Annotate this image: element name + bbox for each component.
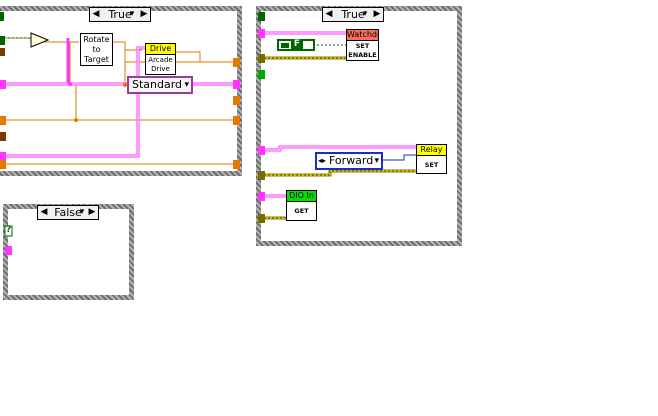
dio-in-body: GET: [294, 207, 309, 215]
increment-case-arrow-icon[interactable]: ▶: [140, 9, 148, 19]
case-selector-3[interactable]: ◀ False ▾ ▶: [37, 205, 99, 220]
watchdog-set-enable-node[interactable]: Watchdo SET ENABLE: [346, 29, 379, 61]
dropdown-arrow-icon[interactable]: ▾: [362, 9, 368, 19]
case-structure-3: [3, 204, 134, 300]
case-label: False: [54, 206, 82, 219]
false-boolean-constant[interactable]: F: [277, 39, 315, 51]
watchdog-body: SET ENABLE: [348, 42, 377, 59]
relay-direction-enum[interactable]: ◂▸ Forward ▾: [315, 152, 383, 170]
boolean-value: F: [291, 39, 303, 49]
dio-in-header: DIO In: [287, 191, 316, 202]
drive-node-header: Drive: [146, 44, 175, 55]
rotate-to-target-label: Rotate to Target: [83, 35, 110, 64]
decrement-case-arrow-icon[interactable]: ◀: [325, 9, 333, 19]
relay-direction-value: Forward: [329, 154, 374, 167]
drive-mode-value: Standard: [132, 78, 183, 91]
drive-node-body: Arcade Drive: [148, 56, 173, 73]
watchdog-header: Watchdo: [347, 30, 378, 41]
relay-set-node[interactable]: Relay SET: [416, 144, 447, 174]
case-tunnel-label: ?: [6, 225, 12, 235]
dropdown-arrow-icon[interactable]: ▾: [79, 207, 85, 217]
drive-mode-enum[interactable]: Standard ▾: [127, 76, 193, 94]
dio-in-get-node[interactable]: DIO In GET: [286, 190, 317, 221]
increment-decrement-icon: ◂▸: [318, 156, 327, 165]
case-label: True: [108, 8, 132, 21]
case-selector-1[interactable]: ◀ True ▾ ▶: [89, 7, 151, 22]
case-label: True: [341, 8, 365, 21]
decrement-case-arrow-icon[interactable]: ◀: [92, 9, 100, 19]
case-selector-2[interactable]: ◀ True ▾ ▶: [322, 7, 384, 22]
case-structure-3-diagram: [8, 209, 129, 295]
dropdown-arrow-icon[interactable]: ▾: [129, 9, 135, 19]
dropdown-arrow-icon[interactable]: ▾: [184, 80, 189, 90]
decrement-case-arrow-icon[interactable]: ◀: [40, 207, 48, 217]
boolean-toggle-icon: [281, 43, 289, 48]
dropdown-arrow-icon[interactable]: ▾: [374, 156, 379, 166]
rotate-to-target-node[interactable]: Rotate to Target: [80, 33, 113, 66]
increment-case-arrow-icon[interactable]: ▶: [373, 9, 381, 19]
arcade-drive-node[interactable]: Drive Arcade Drive: [145, 43, 176, 75]
increment-case-arrow-icon[interactable]: ▶: [88, 207, 96, 217]
relay-body: SET: [424, 161, 439, 169]
relay-header: Relay: [417, 145, 446, 156]
